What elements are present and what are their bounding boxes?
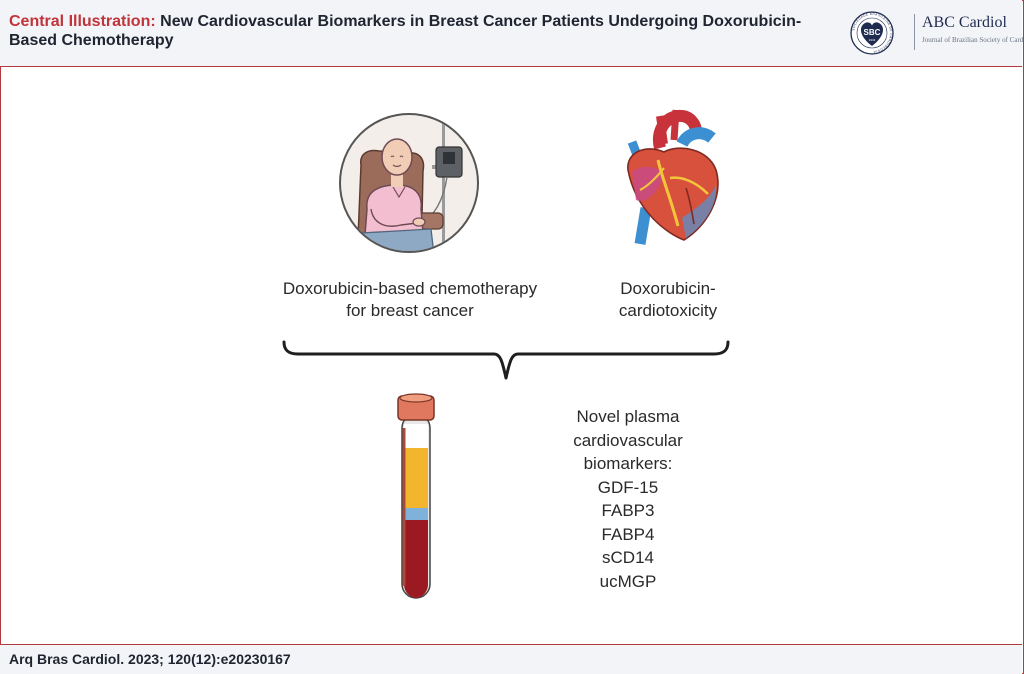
chemo-label-line-1: Doxorubicin-based chemotherapy	[282, 279, 538, 298]
biomarkers-heading-line-1: Novel plasma	[576, 407, 680, 426]
biomarker-item: GDF-15	[597, 477, 659, 497]
cardiotoxicity-label: Doxorubicin- cardiotoxicity	[598, 278, 738, 322]
patient-receiving-chemotherapy-icon	[339, 113, 479, 253]
biomarkers-heading-line-2: cardiovascular	[573, 430, 683, 450]
journal-logo: SBC 1943 SOCIEDADE BRASILEIRA DE CARDIOL…	[848, 10, 1024, 56]
biomarker-item: ucMGP	[599, 571, 657, 591]
logo-divider	[914, 14, 915, 50]
chemo-label-line-2: for breast cancer	[346, 301, 474, 320]
biomarker-item: FABP4	[601, 524, 655, 544]
biomarker-item: sCD14	[602, 548, 654, 567]
biomarkers-heading-line-3: biomarkers:	[583, 454, 673, 473]
seal-abbr: SBC	[864, 28, 881, 37]
biomarker-item: FABP3	[601, 501, 655, 520]
cardio-label-line-1: Doxorubicin-	[620, 279, 716, 298]
journal-name: ABC Cardiol	[922, 14, 1007, 31]
page-title: Central Illustration: New Cardiovascular…	[9, 12, 829, 50]
seal-year: 1943	[869, 38, 876, 42]
sbc-seal-icon: SBC 1943 SOCIEDADE BRASILEIRA DE CARDIOL…	[850, 11, 894, 55]
journal-subtitle: Journal of Brazilian Society of Cardiolo…	[922, 36, 1024, 44]
curly-brace	[282, 340, 730, 380]
title-text: New Cardiovascular Biomarkers in Breast …	[9, 13, 802, 49]
footer-bar: Arq Bras Cardiol. 2023; 120(12):e2023016…	[0, 644, 1022, 674]
cardio-label-line-2: cardiotoxicity	[618, 301, 718, 320]
chemo-label: Doxorubicin-based chemotherapy for breas…	[270, 278, 550, 322]
title-lead: Central Illustration:	[9, 13, 156, 30]
blood-sample-tube-icon	[397, 393, 435, 599]
header-bar: Central Illustration: New Cardiovascular…	[0, 0, 1024, 67]
citation: Arq Bras Cardiol. 2023; 120(12):e2023016…	[9, 651, 291, 667]
biomarkers-list: Novel plasma cardiovascular biomarkers: …	[538, 405, 718, 593]
heart-icon	[627, 109, 719, 245]
